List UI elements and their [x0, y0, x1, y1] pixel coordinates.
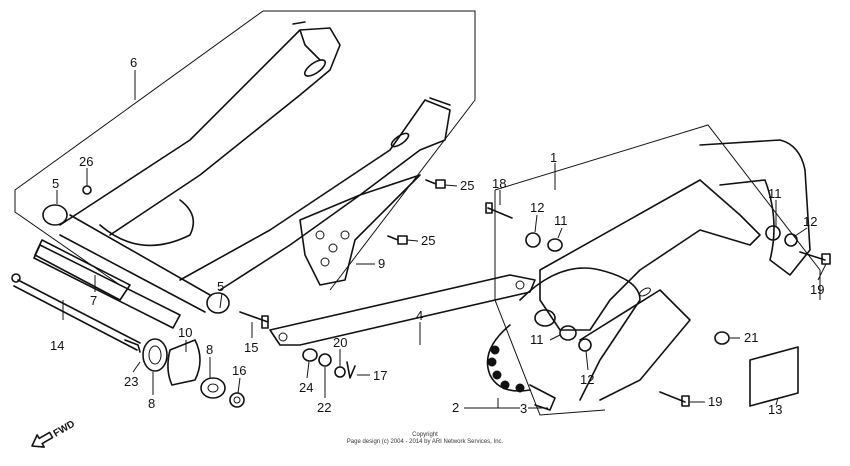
callout-12c: 12 — [803, 214, 817, 229]
callout-11a: 11 — [554, 213, 568, 228]
chaincase-group-outline — [494, 124, 821, 416]
callout-1: 1 — [550, 150, 557, 165]
bolt-15 — [239, 311, 269, 329]
callout-25b: 25 — [421, 233, 435, 248]
callout-4: 4 — [416, 308, 423, 323]
callout-8b: 8 — [148, 396, 155, 411]
chain-case — [519, 139, 811, 401]
callout-14: 14 — [50, 338, 64, 353]
case-hardware — [485, 202, 831, 407]
swingarm-group-outline — [14, 10, 476, 291]
callout-15: 15 — [244, 340, 258, 355]
copyright-line-1: Copyright — [412, 432, 438, 438]
callout-11c: 11 — [768, 186, 782, 201]
callout-23: 23 — [124, 374, 138, 389]
callout-12b: 12 — [580, 372, 594, 387]
callout-3: 3 — [520, 401, 527, 416]
callout-5b: 5 — [217, 279, 224, 294]
copyright-line-2: Page design (c) 2004 - 2014 by ARI Netwo… — [347, 439, 504, 445]
chain-guide — [299, 174, 421, 286]
leader-lines — [56, 70, 827, 409]
callout-21: 21 — [744, 330, 758, 345]
bushings — [525, 225, 798, 352]
pivot-collar — [33, 244, 181, 329]
callout-20: 20 — [333, 335, 347, 350]
callout-16: 16 — [232, 363, 246, 378]
swingarm — [34, 21, 451, 314]
callout-22: 22 — [317, 400, 331, 415]
callouts: 1 2 3 4 5 5 6 7 8 8 9 10 11 11 11 12 12 … — [50, 55, 824, 417]
callout-26: 26 — [79, 154, 93, 169]
callout-24: 24 — [299, 380, 313, 395]
callout-6: 6 — [130, 55, 137, 70]
callout-2: 2 — [452, 400, 459, 415]
callout-9: 9 — [378, 256, 385, 271]
bolts-25 — [387, 179, 446, 245]
callout-11b: 11 — [530, 332, 544, 347]
callout-18: 18 — [492, 176, 506, 191]
callout-10: 10 — [178, 325, 192, 340]
seal-stack — [142, 338, 245, 408]
small-hardware — [302, 348, 356, 379]
callout-25a: 25 — [460, 178, 474, 193]
fwd-arrow: FWD — [31, 419, 77, 448]
callout-13: 13 — [768, 402, 782, 417]
drive-chain — [486, 324, 556, 411]
callout-5a: 5 — [52, 176, 59, 191]
callout-7: 7 — [90, 293, 97, 308]
callout-8a: 8 — [206, 342, 213, 357]
pivot-bolt — [11, 273, 141, 353]
callout-19b: 19 — [708, 394, 722, 409]
torque-link — [269, 274, 536, 346]
callout-17: 17 — [373, 368, 387, 383]
fwd-label: FWD — [52, 419, 77, 440]
callout-12a: 12 — [530, 200, 544, 215]
callout-19a: 19 — [810, 282, 824, 297]
fwd-arrow-icon — [31, 431, 54, 448]
